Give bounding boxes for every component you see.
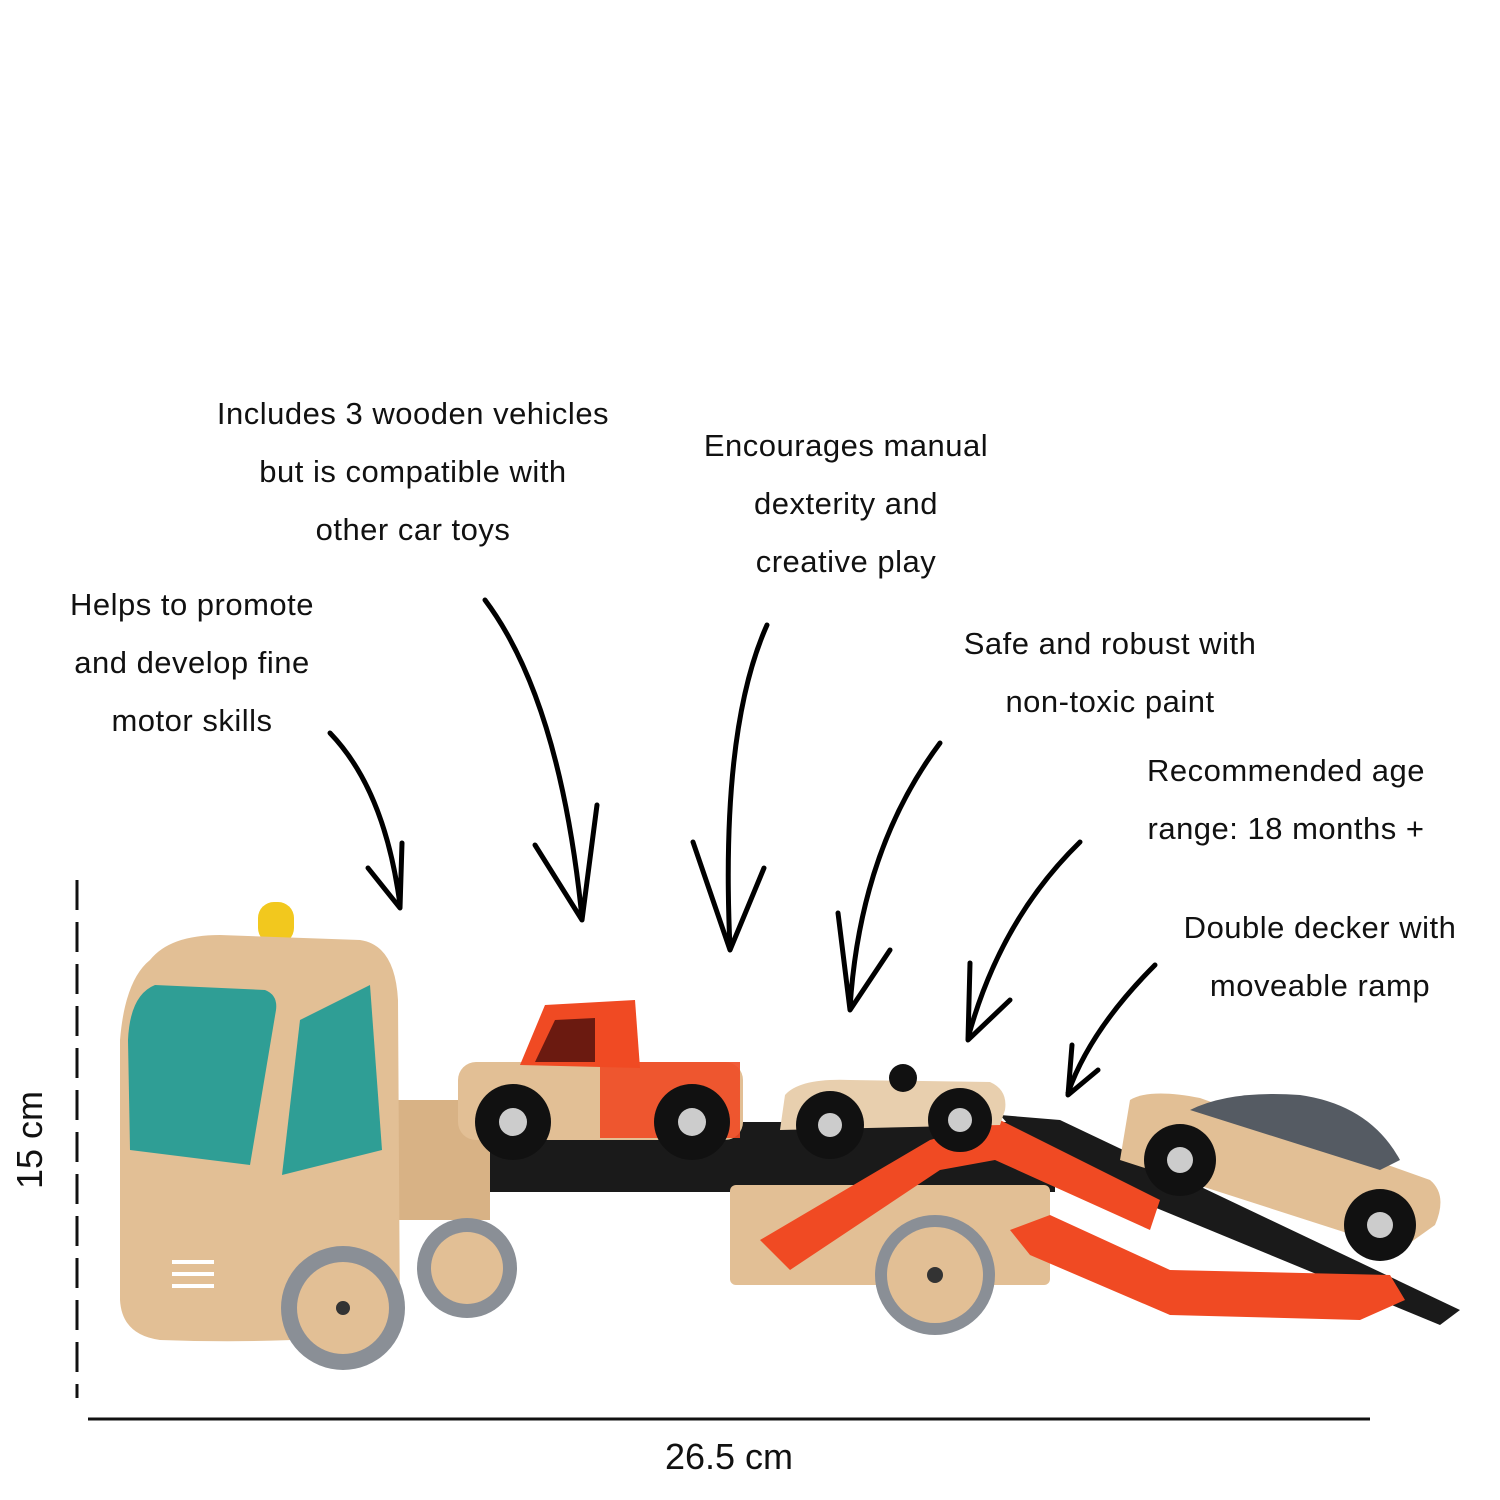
arrow-safety [965, 839, 1083, 1043]
arrow-dexterity-2 [835, 740, 943, 1013]
height-label: 15 cm [9, 1090, 50, 1190]
annotation-line: but is compatible with [259, 454, 567, 489]
upper-ramp [1000, 1115, 1460, 1325]
orange-ramp-arm [760, 1120, 1160, 1270]
arrow-ramp [1065, 962, 1158, 1098]
annotation-line: range: 18 months + [1147, 811, 1425, 846]
annotation-line: Safe and robust with [963, 626, 1257, 661]
annotation-line: creative play [755, 544, 937, 579]
annotation-line: Recommended age [1146, 753, 1426, 788]
annotation-age: Recommended age range: 18 months + [1147, 742, 1425, 858]
annotation-line: Double decker with [1183, 910, 1457, 945]
annotation-vehicles: Includes 3 wooden vehicles but is compat… [217, 385, 609, 559]
arrow-dexterity [690, 622, 770, 953]
annotation-line: Helps to promote [69, 587, 315, 622]
annotation-line: and develop fine [74, 645, 310, 680]
annotation-dexterity: Encourages manual dexterity and creative… [704, 417, 988, 591]
annotation-line: moveable ramp [1209, 968, 1431, 1003]
arrow-motor-skills [327, 730, 405, 911]
annotation-ramp: Double decker with moveable ramp [1184, 899, 1457, 1015]
windshield [128, 985, 277, 1165]
arrow-vehicles [482, 597, 600, 923]
orange-ramp-arm-2 [1010, 1215, 1405, 1320]
annotation-line: Encourages manual [703, 428, 989, 463]
annotation-line: Includes 3 wooden vehicles [216, 396, 610, 431]
side-window [282, 985, 382, 1175]
annotation-motor-skills: Helps to promote and develop fine motor … [70, 576, 314, 750]
annotation-line: non-toxic paint [1005, 684, 1215, 719]
annotation-line: other car toys [315, 512, 511, 547]
annotation-line: dexterity and [753, 486, 938, 521]
beacon [258, 902, 294, 944]
annotation-line: motor skills [111, 703, 273, 738]
annotation-safety: Safe and robust with non-toxic paint [964, 615, 1257, 731]
width-label: 26.5 cm [664, 1436, 794, 1477]
